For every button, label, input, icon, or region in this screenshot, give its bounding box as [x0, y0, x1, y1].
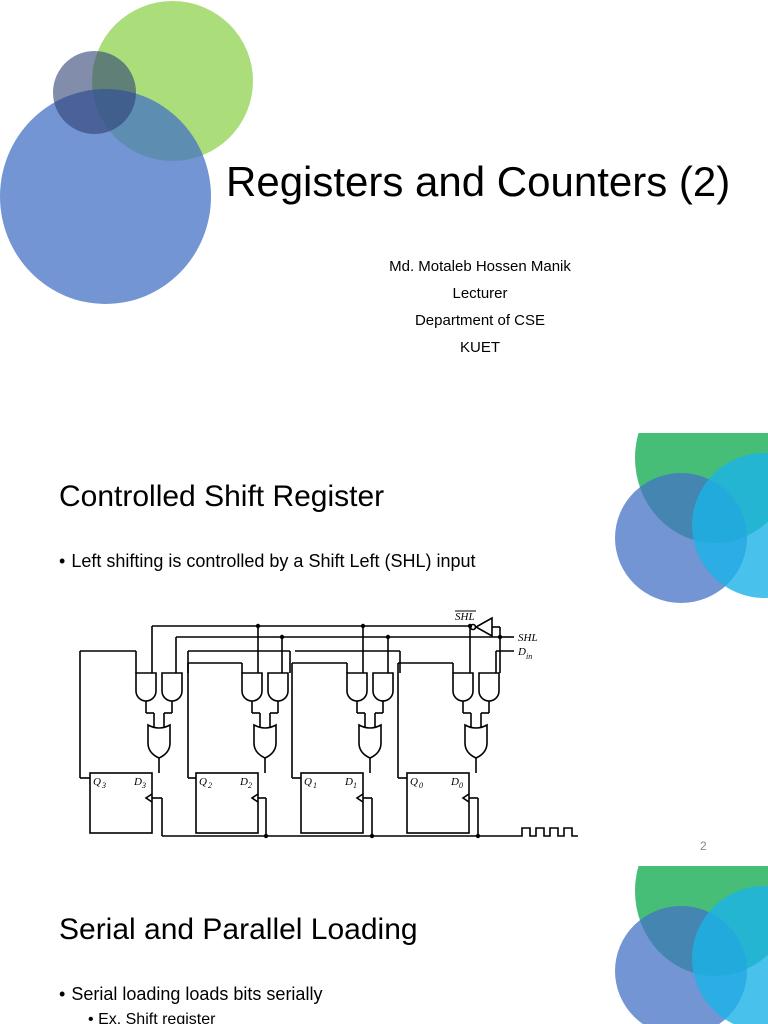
presentation-title: Registers and Counters (2)	[226, 158, 731, 205]
ff2-d: D	[239, 776, 248, 788]
ff2-q: Q	[199, 776, 207, 788]
clock-pulse	[515, 827, 578, 837]
ff3-q-sub: 3	[101, 781, 106, 790]
bullet-dot: •	[59, 984, 66, 1004]
flip-flops	[89, 772, 470, 834]
ff3-d: D	[133, 776, 142, 788]
shl-bar-label: SHL	[455, 611, 475, 623]
bullet-text: Serial loading loads bits serially	[71, 984, 323, 1004]
bullet-text: Left shifting is controlled by a Shift L…	[71, 551, 476, 571]
slide-heading: Controlled Shift Register	[59, 480, 385, 513]
slide-controlled-shift-register: Controlled Shift Register •Left shifting…	[0, 433, 768, 859]
author-department: Department of CSE	[414, 312, 546, 329]
or-gates	[147, 723, 488, 759]
ff3-d-sub: 3	[141, 781, 146, 790]
page-number: 2	[700, 839, 707, 853]
author-info: Md. Motaleb Hossen Manik Lecturer Depart…	[330, 253, 630, 361]
bullet-item: •Left shifting is controlled by a Shift …	[59, 551, 476, 572]
inverter-gate	[474, 616, 493, 638]
ff0-d: D	[450, 776, 459, 788]
slide-heading: Serial and Parallel Loading	[59, 913, 418, 946]
and-gates	[135, 672, 500, 702]
slide-title: Registers and Counters (2) Md. Motaleb H…	[0, 0, 768, 420]
author-role: Lecturer	[452, 285, 508, 302]
bullet-dot: •	[59, 551, 66, 571]
ff3-q: Q	[93, 776, 101, 788]
bullet-dot: •	[88, 1011, 94, 1024]
din-label: D	[517, 646, 526, 658]
decor-dark-circle	[53, 51, 136, 134]
author-name: Md. Motaleb Hossen Manik	[389, 258, 571, 275]
ff0-d-sub: 0	[459, 781, 463, 790]
din-sub-label: in	[526, 652, 532, 661]
shift-register-diagram: SHL SHL D in Q 3 D 3 Q 2 D 2 Q 1 D 1 Q 0…	[79, 610, 578, 839]
ff1-d-sub: 1	[353, 781, 357, 790]
sub-bullet-text: Ex. Shift register	[98, 1011, 216, 1024]
ff1-q-sub: 1	[313, 781, 317, 790]
ff1-d: D	[344, 776, 353, 788]
bullet-item: •Serial loading loads bits serially	[59, 984, 322, 1005]
sub-bullet-item: • Ex. Shift register	[88, 1011, 215, 1024]
ff2-q-sub: 2	[208, 781, 212, 790]
ff2-d-sub: 2	[248, 781, 252, 790]
slide-gap	[0, 420, 768, 433]
author-institution: KUET	[459, 339, 500, 356]
shl-label: SHL	[518, 632, 538, 644]
ff1-q: Q	[304, 776, 312, 788]
slide-gap	[0, 859, 768, 866]
slide-serial-parallel-loading: Serial and Parallel Loading •Serial load…	[0, 866, 768, 1024]
ff0-q: Q	[410, 776, 418, 788]
ff0-q-sub: 0	[419, 781, 423, 790]
